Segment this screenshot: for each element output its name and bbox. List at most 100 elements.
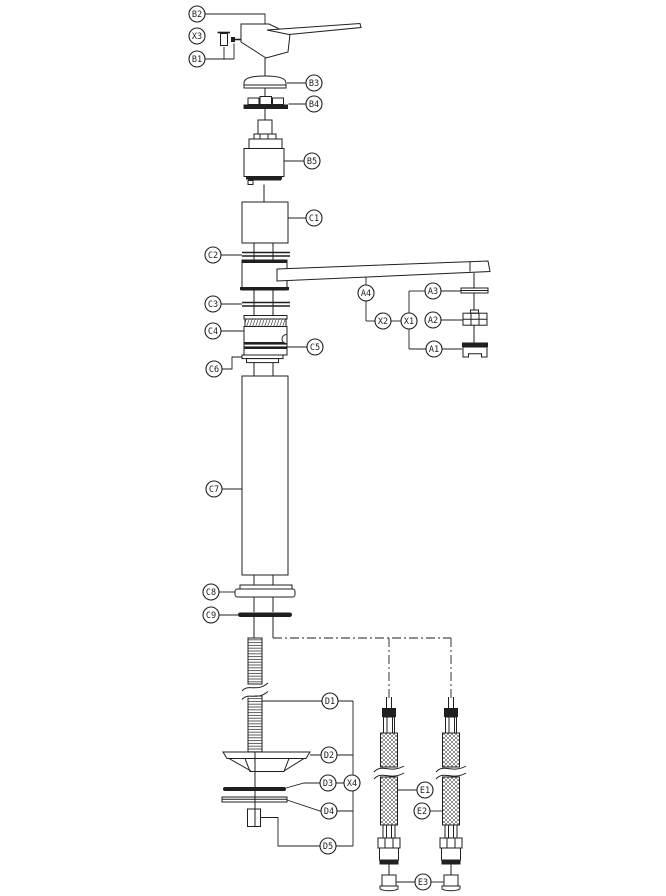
mounting-ring xyxy=(243,96,288,109)
callout-A2: A2 xyxy=(424,311,442,329)
callout-label: D5 xyxy=(323,842,333,852)
callout-balloon xyxy=(320,746,338,764)
callout-X4: X4 xyxy=(343,774,361,792)
callout-balloon xyxy=(357,284,375,302)
callout-D2: D2 xyxy=(320,746,338,764)
callout-label: C2 xyxy=(208,251,218,261)
aerator-housing-a1 xyxy=(462,342,488,358)
base-gasket-c9 xyxy=(238,612,292,617)
callout-balloon xyxy=(343,774,361,792)
callout-label: D1 xyxy=(325,697,335,707)
callout-label: X3 xyxy=(192,32,202,42)
callout-balloon xyxy=(205,480,223,498)
callout-label: A4 xyxy=(361,289,371,299)
callout-balloon xyxy=(305,74,323,92)
callout-C5: C5 xyxy=(306,338,324,356)
aerator-assembly xyxy=(460,273,489,358)
callout-A1: A1 xyxy=(425,340,443,358)
callout-D5: D5 xyxy=(319,837,337,855)
callout-B3: B3 xyxy=(305,74,323,92)
washer-plate-d4 xyxy=(221,796,288,803)
callout-B2: B2 xyxy=(188,5,206,23)
spout-arm xyxy=(276,260,491,282)
callout-balloon xyxy=(424,282,442,300)
callout-C4: C4 xyxy=(204,322,222,340)
supply-hose-right xyxy=(435,696,467,892)
aerator-washer-a3 xyxy=(460,287,489,294)
cartridge xyxy=(243,119,285,185)
callout-E3: E3 xyxy=(414,873,432,891)
callout-balloon xyxy=(424,311,442,329)
callout-label: B3 xyxy=(309,79,319,89)
callout-label: D4 xyxy=(324,807,334,817)
callout-label: C7 xyxy=(209,485,219,495)
callout-C3: C3 xyxy=(204,295,222,313)
callout-balloon xyxy=(374,312,392,330)
callout-label: B2 xyxy=(192,10,202,20)
cartridge-housing xyxy=(241,201,289,244)
callout-balloon xyxy=(204,322,222,340)
callout-balloon xyxy=(202,583,220,601)
callout-E1: E1 xyxy=(416,781,434,799)
callout-label: A2 xyxy=(428,316,438,326)
callout-balloon xyxy=(188,5,206,23)
callout-balloon xyxy=(202,606,220,624)
callout-label: D3 xyxy=(323,779,333,789)
callout-balloon xyxy=(425,340,443,358)
callout-label: E3 xyxy=(418,878,428,888)
riser-tube-c7 xyxy=(241,375,289,576)
handle-lever xyxy=(240,22,362,59)
callout-B5: B5 xyxy=(303,152,321,170)
callout-D1: D1 xyxy=(321,692,339,710)
mounting-bracket-d2 xyxy=(222,751,311,772)
callout-A4: A4 xyxy=(357,284,375,302)
base-plate-c8 xyxy=(234,584,296,598)
callout-B4: B4 xyxy=(305,95,323,113)
callout-X1: X1 xyxy=(400,312,418,330)
callout-balloon xyxy=(319,774,337,792)
callout-C6: C6 xyxy=(205,360,223,378)
callout-balloon xyxy=(305,209,323,227)
callout-label: B1 xyxy=(192,55,202,65)
callout-label: X2 xyxy=(378,317,388,327)
seal-ring-c2 xyxy=(242,251,290,257)
mounting-nut-d5 xyxy=(247,808,261,827)
callout-label: A3 xyxy=(428,287,438,297)
supply-hose-left xyxy=(373,697,405,892)
handle-set-screw xyxy=(217,31,241,46)
callout-label: X4 xyxy=(347,779,357,789)
callout-balloon xyxy=(305,95,323,113)
oring-body-c5 xyxy=(243,326,288,356)
callout-balloon xyxy=(320,802,338,820)
callout-A3: A3 xyxy=(424,282,442,300)
callout-label: X1 xyxy=(404,317,414,327)
escutcheon-dome xyxy=(243,75,287,89)
callout-label: E2 xyxy=(417,807,427,817)
callout-C2: C2 xyxy=(204,246,222,264)
callout-label: C8 xyxy=(206,588,216,598)
threaded-collar-c4 xyxy=(243,315,288,327)
seal-ring-c3 xyxy=(242,301,290,307)
callout-label: D2 xyxy=(324,751,334,761)
callout-label: C1 xyxy=(309,214,319,224)
callout-balloon xyxy=(416,781,434,799)
callout-E2: E2 xyxy=(413,802,431,820)
callout-C7: C7 xyxy=(205,480,223,498)
threaded-rod-d1 xyxy=(241,637,269,753)
callout-label: C3 xyxy=(208,300,218,310)
callout-label: C5 xyxy=(310,343,320,353)
callout-balloon xyxy=(319,837,337,855)
callout-label: B4 xyxy=(309,100,319,110)
callout-C9: C9 xyxy=(202,606,220,624)
callout-balloon xyxy=(205,360,223,378)
callout-balloon xyxy=(188,50,206,68)
callout-label: B5 xyxy=(307,157,317,167)
callout-balloon xyxy=(306,338,324,356)
leader-lines xyxy=(205,13,463,883)
aerator-screen-a2 xyxy=(462,309,488,326)
callout-balloon xyxy=(321,692,339,710)
callout-D4: D4 xyxy=(320,802,338,820)
rubber-gasket-d3 xyxy=(223,787,286,791)
